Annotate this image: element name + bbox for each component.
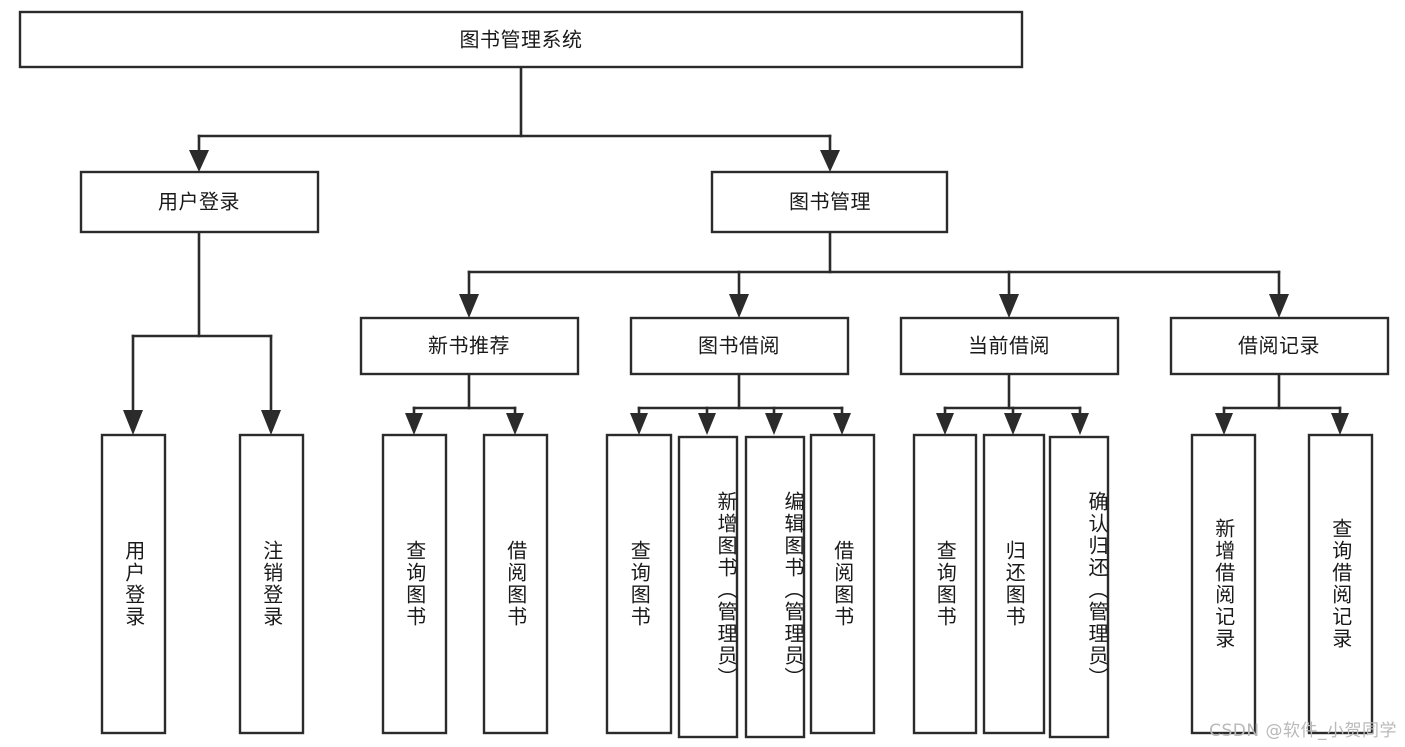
node-user-login-label: 用户登录: [158, 190, 240, 214]
leaf-rects-borrow-record: [1190, 433, 1374, 735]
node-book-manage-label: 图书管理: [789, 190, 871, 214]
leaf-label-borrow-book-2: 借阅图书: [830, 540, 855, 628]
connector-newbook-to-leaves: [405, 372, 524, 435]
leaf-rect-return-book[interactable]: [982, 433, 1046, 735]
leaf-rect-borrow-book-2[interactable]: [809, 433, 876, 735]
leaf-rect-query-book-2[interactable]: [605, 433, 673, 735]
leaf-rect-borrow-book-1[interactable]: [482, 433, 549, 735]
leaf-label-confirm-return-admin: 确认归还（管理员）: [1085, 491, 1109, 689]
leaf-rects-new-book: [381, 433, 549, 735]
leaf-label-edit-book-admin: 编辑图书（管理员）: [781, 491, 805, 689]
node-user-login[interactable]: 用户登录: [79, 170, 320, 234]
node-borrow-record-label: 借阅记录: [1238, 334, 1320, 358]
leaf-rect-query-borrow-record[interactable]: [1307, 433, 1374, 735]
node-current-borrow[interactable]: 当前借阅: [899, 316, 1120, 376]
leaf-label-return-book: 归还图书: [1002, 540, 1027, 628]
connector-currentborrow-to-leaves: [936, 372, 1089, 435]
leaf-rect-add-book-admin[interactable]: [677, 435, 739, 739]
leaf-rects-book-borrow: [605, 433, 876, 739]
connector-bookmanage-to-level2: [459, 230, 1289, 318]
leaf-label-logout-login: 注销登录: [259, 540, 284, 628]
node-new-book-recommend[interactable]: 新书推荐: [359, 316, 580, 376]
leaf-label-query-book-3: 查询图书: [933, 540, 958, 628]
leaf-label-query-borrow-record: 查询借阅记录: [1328, 518, 1353, 650]
connector-userlogin-to-leaves: [123, 230, 281, 435]
node-root-label: 图书管理系统: [460, 28, 583, 52]
leaf-rect-add-borrow-record[interactable]: [1190, 433, 1257, 735]
connector-root-to-level1: [189, 65, 840, 172]
leaf-label-query-book-1: 查询图书: [402, 540, 427, 628]
connector-borrowrecord-to-leaves: [1215, 372, 1349, 435]
leaf-rect-query-book-1[interactable]: [381, 433, 448, 735]
leaf-label-add-borrow-record: 新增借阅记录: [1211, 518, 1236, 650]
connector-bookborrow-to-leaves: [630, 372, 851, 435]
leaf-rect-query-book-3[interactable]: [912, 433, 978, 735]
node-new-book-recommend-label: 新书推荐: [428, 334, 510, 358]
leaf-label-user-login: 用户登录: [121, 540, 146, 628]
leaf-rect-logout-login[interactable]: [238, 433, 305, 735]
leaf-label-borrow-book-1: 借阅图书: [503, 540, 528, 628]
leaf-rect-user-login[interactable]: [100, 433, 167, 735]
leaf-rect-confirm-return-admin[interactable]: [1048, 435, 1110, 739]
node-book-manage[interactable]: 图书管理: [710, 170, 949, 234]
node-book-borrow[interactable]: 图书借阅: [629, 316, 850, 376]
node-current-borrow-label: 当前借阅: [968, 334, 1050, 358]
leaf-label-add-book-admin: 新增图书（管理员）: [714, 491, 738, 689]
leaf-rects-user-login: [100, 433, 305, 735]
node-book-borrow-label: 图书借阅: [698, 334, 780, 358]
leaf-rects-current-borrow: [912, 433, 1110, 739]
csdn-watermark: CSDN @软件_小贺同学: [1209, 721, 1397, 741]
leaf-rect-edit-book-admin[interactable]: [744, 435, 806, 739]
node-root[interactable]: 图书管理系统: [18, 10, 1024, 69]
leaf-label-query-book-2: 查询图书: [627, 540, 652, 628]
node-borrow-record[interactable]: 借阅记录: [1169, 316, 1390, 376]
